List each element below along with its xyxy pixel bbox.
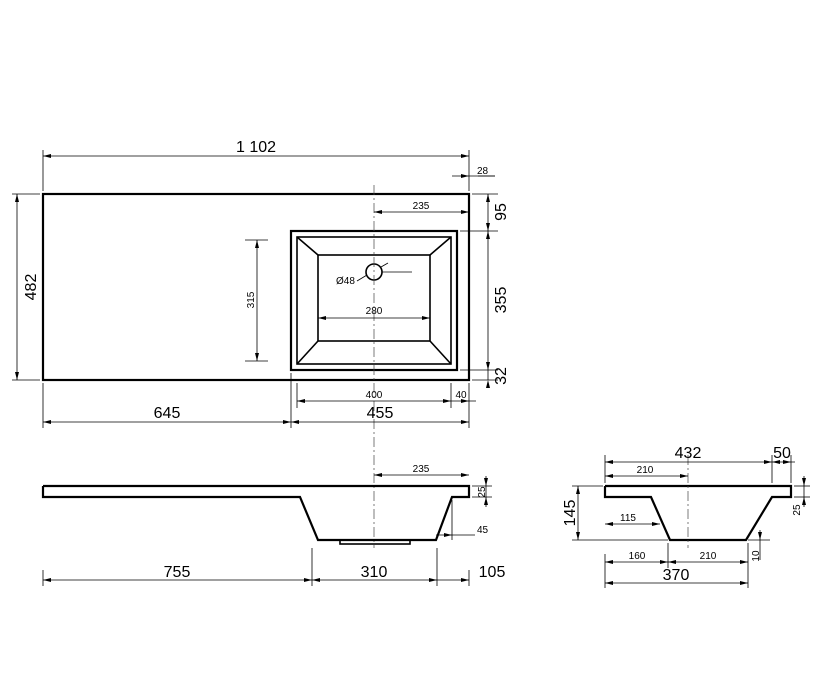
dim-right-section: 455 xyxy=(367,405,394,422)
dim-tap-hole: Ø48 xyxy=(336,276,355,287)
dim-back-margin: 32 xyxy=(493,367,510,385)
dim-bowl-bottom-width: 280 xyxy=(366,306,383,317)
bowl-inner-rim xyxy=(296,236,452,365)
dim-bowl-bottom: 210 xyxy=(700,551,717,562)
dim-bowl-inner-depth: 315 xyxy=(246,291,257,308)
dim-bottom-step: 10 xyxy=(751,550,762,562)
dim-bowl-angle: 45 xyxy=(477,525,489,536)
dim-side-height: 145 xyxy=(562,500,579,527)
dim-side-overall: 432 xyxy=(675,445,702,462)
front-view: 235 25 45 755 310 105 xyxy=(41,464,506,586)
dim-bowl-depth-total: 370 xyxy=(663,567,690,584)
dim-left-section: 645 xyxy=(154,405,181,422)
dim-left-length: 755 xyxy=(164,564,191,581)
side-view: 432 50 210 145 25 115 10 xyxy=(562,445,810,588)
top-view: 1 102 28 482 235 95 355 32 xyxy=(12,139,510,548)
dim-drain-front: 160 xyxy=(629,551,646,562)
dim-drain-offset: 115 xyxy=(620,513,636,524)
front-profile xyxy=(41,484,471,542)
dim-overall-width: 1 102 xyxy=(236,139,276,156)
countertop-outline xyxy=(41,192,471,382)
dim-right-margin: 28 xyxy=(477,166,489,177)
dim-side-tap: 210 xyxy=(637,465,654,476)
dim-side-slab: 25 xyxy=(792,504,803,516)
dim-rear-overhang: 50 xyxy=(773,445,791,462)
bowl-floor xyxy=(317,254,431,342)
dim-tap-offset: 235 xyxy=(413,201,430,212)
dim-right-length: 105 xyxy=(479,564,506,581)
dim-bowl-depth: 355 xyxy=(493,287,510,314)
dim-side-margin: 40 xyxy=(455,390,467,401)
side-profile xyxy=(603,484,793,542)
drain-outlet xyxy=(339,539,411,545)
dim-bowl-inner-width: 400 xyxy=(366,390,383,401)
dim-bowl-width: 310 xyxy=(361,564,388,581)
dim-front-slab: 25 xyxy=(477,486,488,498)
dim-overall-depth: 482 xyxy=(23,274,40,301)
dim-front-margin: 95 xyxy=(493,203,510,221)
dim-front-tap-offset: 235 xyxy=(413,464,430,475)
